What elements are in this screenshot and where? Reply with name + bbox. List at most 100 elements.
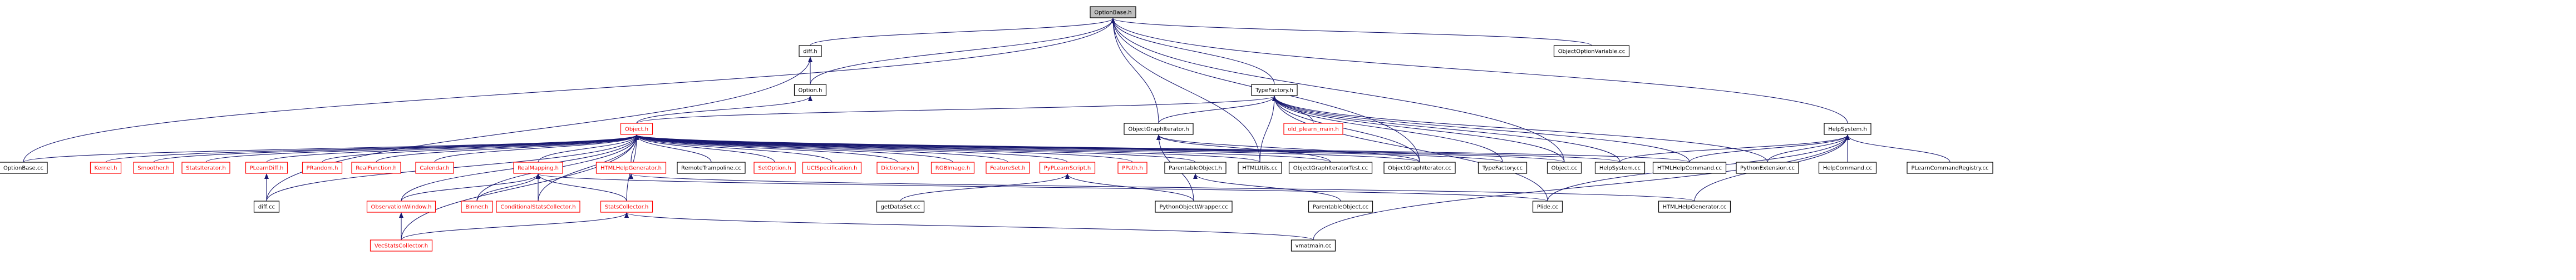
node-statsiterator_h[interactable]: StatsIterator.h (181, 162, 230, 174)
edge-pythonextension_cc-to-typefactory_h (1272, 96, 1768, 163)
edge-conditionalstatscollector_h-to-object_h (538, 134, 639, 202)
node-conditionalstatscollector_h[interactable]: ConditionalStatsCollector.h (496, 201, 580, 213)
edge-htmlhelpcommand_cc-to-object_h (634, 134, 1690, 163)
node-object_cc[interactable]: Object.cc (1546, 162, 1582, 174)
node-calendar_h[interactable]: Calendar.h (415, 162, 454, 174)
node-diff_h[interactable]: diff.h (799, 45, 822, 57)
node-box (1652, 162, 1727, 174)
node-plearncommandregistry_cc[interactable]: PLearnCommandRegistry.cc (1907, 162, 1993, 174)
node-pyplearnscript_h[interactable]: PyPLearnScript.h (1039, 162, 1096, 174)
node-label: ObservationWindow.h (371, 204, 432, 211)
node-helpsystem_cc[interactable]: HelpSystem.cc (1594, 162, 1646, 174)
node-htmlhelpgenerator_h[interactable]: HTMLHelpGenerator.h (595, 162, 667, 174)
node-box (600, 201, 653, 213)
node-box (1736, 162, 1799, 174)
edge-objectgraphiterator_h-to-typefactory_h (1158, 96, 1277, 124)
node-helpsystem_h[interactable]: HelpSystem.h (1824, 123, 1871, 135)
node-dictionary_h[interactable]: Dictionary.h (876, 162, 919, 174)
node-typefactory_h[interactable]: TypeFactory.h (1251, 84, 1298, 96)
node-pide_cc[interactable]: Plide.cc (1532, 201, 1563, 213)
node-ppath_h[interactable]: PPath.h (1117, 162, 1147, 174)
node-objectgraphiteratortest_cc[interactable]: ObjectGraphIteratorTest.cc (1288, 162, 1373, 174)
node-box (1308, 201, 1373, 213)
node-htmlutils_cc[interactable]: HTMLUtils.cc (1238, 162, 1282, 174)
node-label: RealFunction.h (356, 166, 397, 172)
node-htmlhelpgenerator_cc[interactable]: HTMLHelpGenerator.cc (1658, 201, 1731, 213)
node-getdataset_cc[interactable]: getDataSet.cc (876, 201, 925, 213)
node-label: ObjectGraphIterator.cc (1388, 166, 1451, 172)
edge-object_cc-to-typefactory_h (1272, 96, 1565, 163)
node-box (1824, 123, 1871, 135)
node-helpcommand_cc[interactable]: HelpCommand.cc (1818, 162, 1877, 174)
node-label: SetOption.h (758, 166, 791, 172)
node-option_h[interactable]: Option.h (794, 84, 827, 96)
node-ucispecification_h[interactable]: UCISpecification.h (802, 162, 862, 174)
node-htmlhelpcommand_cc[interactable]: HTMLHelpCommand.cc (1652, 162, 1727, 174)
node-smoother_h[interactable]: Smoother.h (133, 162, 174, 174)
node-pythonextension_cc[interactable]: PythonExtension.cc (1736, 162, 1799, 174)
node-label: TypeFactory.h (1255, 88, 1293, 94)
node-objectgraphiterator_h[interactable]: ObjectGraphIterator.h (1124, 123, 1194, 135)
edge-object_cc-to-optionbase_h (1111, 18, 1565, 163)
edge-objectgraphiterator_cc-to-objectgraphiterator_h (1156, 134, 1420, 163)
node-statscollector_h[interactable]: StatsCollector.h (600, 201, 653, 213)
node-label: PythonObjectWrapper.cc (1159, 204, 1228, 211)
node-parentableobject_cc[interactable]: ParentableObject.cc (1308, 201, 1373, 213)
node-label: PyPLearnScript.h (1044, 166, 1091, 172)
edge-object_h-to-typefactory_h (636, 96, 1277, 124)
node-label: old_plearn_main.h (1288, 127, 1338, 133)
node-box (677, 162, 746, 174)
node-realmapping_h[interactable]: RealMapping.h (513, 162, 563, 174)
node-label: StatsIterator.h (186, 166, 226, 172)
edge-calendar_h-to-object_h (434, 134, 639, 163)
edge-objectgraphiterator_cc-to-object_h (634, 134, 1420, 163)
node-box (1238, 162, 1282, 174)
edge-observationwindow_h-to-realmapping_h (401, 173, 540, 202)
edge-vecstatscollector_h-to-statscollector_h (401, 212, 629, 241)
node-binner_h[interactable]: Binner.h (461, 201, 493, 213)
node-object_h[interactable]: Object.h (620, 123, 653, 135)
edge-getdataset_cc-to-pyplearnscript_h (900, 173, 1070, 202)
node-box (461, 201, 493, 213)
node-label: RealMapping.h (518, 166, 559, 172)
edge-ucispecification_h-to-object_h (634, 134, 833, 163)
edge-kernel_h-to-object_h (105, 134, 639, 163)
node-parentableobject_h[interactable]: ParentableObject.h (1164, 162, 1227, 174)
node-label: Dictionary.h (881, 166, 914, 172)
node-remotetrampoline_cc[interactable]: RemoteTrampoline.cc (677, 162, 746, 174)
node-kernel_h[interactable]: Kernel.h (90, 162, 122, 174)
node-objectgraphiterator_cc[interactable]: ObjectGraphIterator.cc (1383, 162, 1456, 174)
node-box (930, 162, 975, 174)
node-setoption_h[interactable]: SetOption.h (753, 162, 796, 174)
node-label: HTMLUtils.cc (1242, 166, 1278, 172)
node-old_plearn_main_h[interactable]: old_plearn_main.h (1283, 123, 1343, 135)
node-label: PLearnDiff.h (250, 166, 284, 172)
node-vecstatscollector_h[interactable]: VecStatsCollector.h (370, 239, 433, 252)
edge-smoother_h-to-object_h (153, 134, 639, 163)
node-observationwindow_h[interactable]: ObservationWindow.h (366, 201, 436, 213)
node-typefactory_cc[interactable]: TypeFactory.cc (1477, 162, 1528, 174)
node-box (370, 239, 433, 252)
node-rgbimage_h[interactable]: RGBImage.h (930, 162, 975, 174)
node-optionbase_cc[interactable]: OptionBase.cc (0, 162, 48, 174)
node-featureset_h[interactable]: FeatureSet.h (986, 162, 1030, 174)
node-label: ObjectGraphIterator.h (1128, 127, 1189, 133)
node-box (1907, 162, 1993, 174)
node-box (133, 162, 174, 174)
edge-objectoptionvariable_cc-to-optionbase_h (1111, 18, 1592, 46)
node-box (302, 162, 343, 174)
node-optionbase_h[interactable]: OptionBase.h (1090, 6, 1136, 18)
node-prandom_h[interactable]: PRandom.h (302, 162, 343, 174)
node-vmatmain_cc[interactable]: vmatmain.cc (1291, 239, 1336, 252)
node-pythonobjectwrapper_cc[interactable]: PythonObjectWrapper.cc (1155, 201, 1233, 213)
node-objectoptionvariable_cc[interactable]: ObjectOptionVariable.cc (1553, 45, 1630, 57)
node-label: Object.h (625, 127, 648, 133)
node-box (1383, 162, 1456, 174)
node-plearndiff_h[interactable]: PLearnDiff.h (245, 162, 288, 174)
node-label: getDataSet.cc (881, 204, 920, 211)
node-box (90, 162, 122, 174)
node-box (1818, 162, 1877, 174)
node-label: HTMLHelpGenerator.cc (1663, 204, 1727, 211)
node-realfunction_h[interactable]: RealFunction.h (351, 162, 401, 174)
node-diff_cc[interactable]: diff.cc (253, 201, 280, 213)
